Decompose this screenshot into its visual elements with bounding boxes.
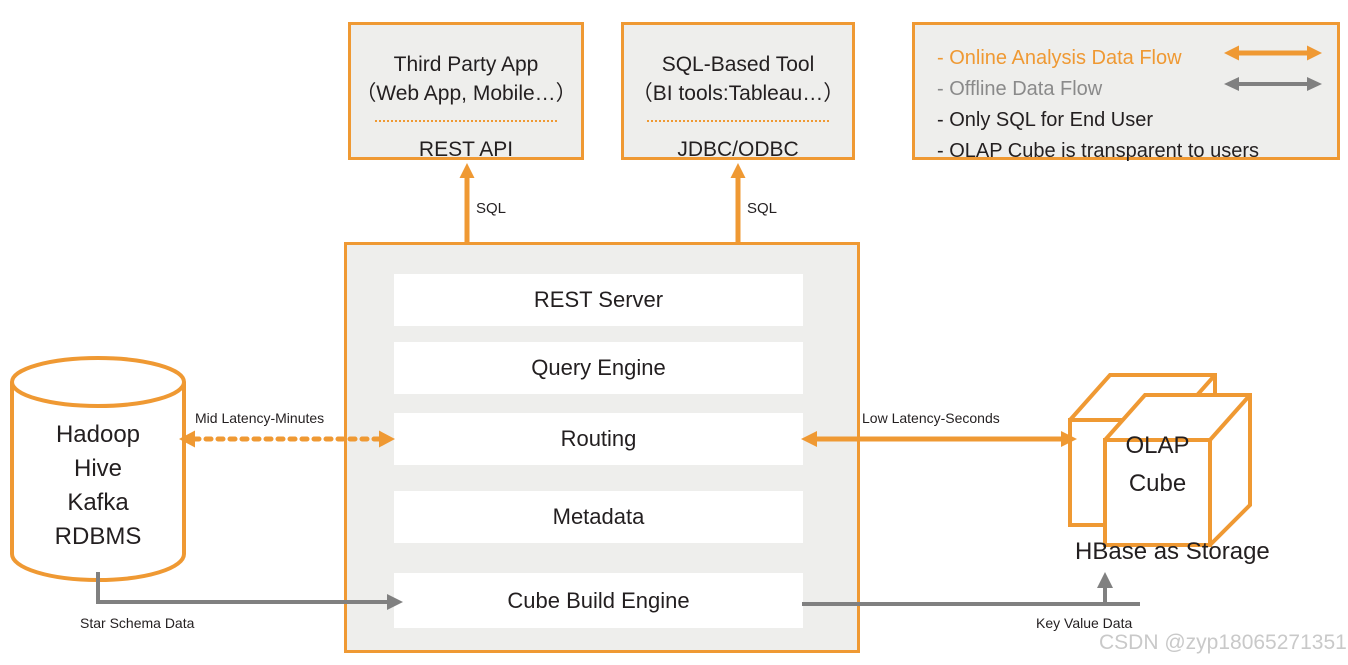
engine-component-4-label: Cube Build Engine — [507, 587, 690, 613]
sql-connector-2-label: SQL — [747, 200, 778, 217]
star-schema-flow-label: Star Schema Data — [80, 615, 195, 631]
olap-cube-labels: OLAP Cube — [1105, 427, 1210, 503]
client-box-1-divider — [375, 120, 557, 122]
sql-connector-1-label: SQL — [476, 200, 507, 217]
client-box-sql-based-tool[interactable]: SQL-Based Tool （BI tools:Tableau…） JDBC/… — [621, 22, 855, 161]
engine-component-1-label: Query Engine — [531, 355, 666, 380]
key-value-flow-label: Key Value Data — [1036, 615, 1133, 631]
data-source-line-0: Hadoop — [55, 421, 141, 448]
data-source-line-2: Kafka — [67, 489, 129, 516]
engine-component-routing[interactable]: Routing — [394, 413, 803, 465]
client-box-third-party-app[interactable]: Third Party App （Web App, Mobile…） REST … — [348, 22, 584, 161]
olap-cube-icon — [1068, 373, 1252, 547]
legend-item-2-label: - Only SQL for End User — [937, 109, 1153, 131]
data-source-cylinder-icon — [10, 356, 186, 582]
engine-component-0-label: REST Server — [533, 287, 664, 312]
client-box-1-title-line1: Third Party App — [393, 53, 539, 76]
legend-item-0-label: - Online Analysis Data Flow — [937, 47, 1182, 69]
client-box-2-title-line1: SQL-Based Tool — [661, 53, 815, 76]
storage-caption: HBase as Storage — [1075, 538, 1270, 565]
legend-offline-flow-arrow-icon — [1224, 77, 1322, 91]
olap-cube-line-1: OLAP — [1125, 432, 1190, 459]
client-box-1-interface-label: REST API — [418, 138, 514, 161]
legend-item-3-label: - OLAP Cube is transparent to users — [937, 140, 1260, 162]
olap-cube-line-2: Cube — [1128, 470, 1187, 497]
legend-online-flow-arrow-icon — [1224, 45, 1322, 61]
client-box-1-title-line2: （Web App, Mobile…） — [355, 82, 577, 105]
star-schema-flow-arrow-icon — [96, 572, 403, 610]
client-box-2-divider — [647, 120, 829, 122]
engine-component-metadata[interactable]: Metadata — [394, 491, 803, 543]
data-source-labels: Hadoop Hive Kafka RDBMS — [8, 418, 188, 554]
client-box-2-title-line2: （BI tools:Tableau…） — [631, 82, 845, 105]
data-source-line-3: RDBMS — [54, 523, 142, 550]
engine-component-query-engine[interactable]: Query Engine — [394, 342, 803, 394]
watermark-text: CSDN @zyp18065271351 — [1099, 631, 1347, 654]
engine-component-cube-build-engine[interactable]: Cube Build Engine — [394, 573, 803, 628]
mid-latency-flow-label: Mid Latency-Minutes — [195, 410, 325, 426]
low-latency-flow-arrow-icon — [801, 431, 1077, 447]
legend-item-1-label: - Offline Data Flow — [937, 78, 1103, 100]
engine-component-3-label: Metadata — [552, 504, 645, 529]
engine-component-rest-server[interactable]: REST Server — [394, 274, 803, 326]
client-box-2-interface-label: JDBC/ODBC — [677, 138, 799, 161]
low-latency-flow-label: Low Latency-Seconds — [862, 410, 1000, 426]
legend-box: - Online Analysis Data Flow - Offline Da… — [912, 22, 1340, 162]
mid-latency-flow-arrow-icon — [179, 430, 395, 448]
engine-component-2-label: Routing — [560, 426, 637, 451]
data-source-line-1: Hive — [73, 455, 122, 482]
key-value-flow-arrow-icon — [802, 572, 1140, 606]
